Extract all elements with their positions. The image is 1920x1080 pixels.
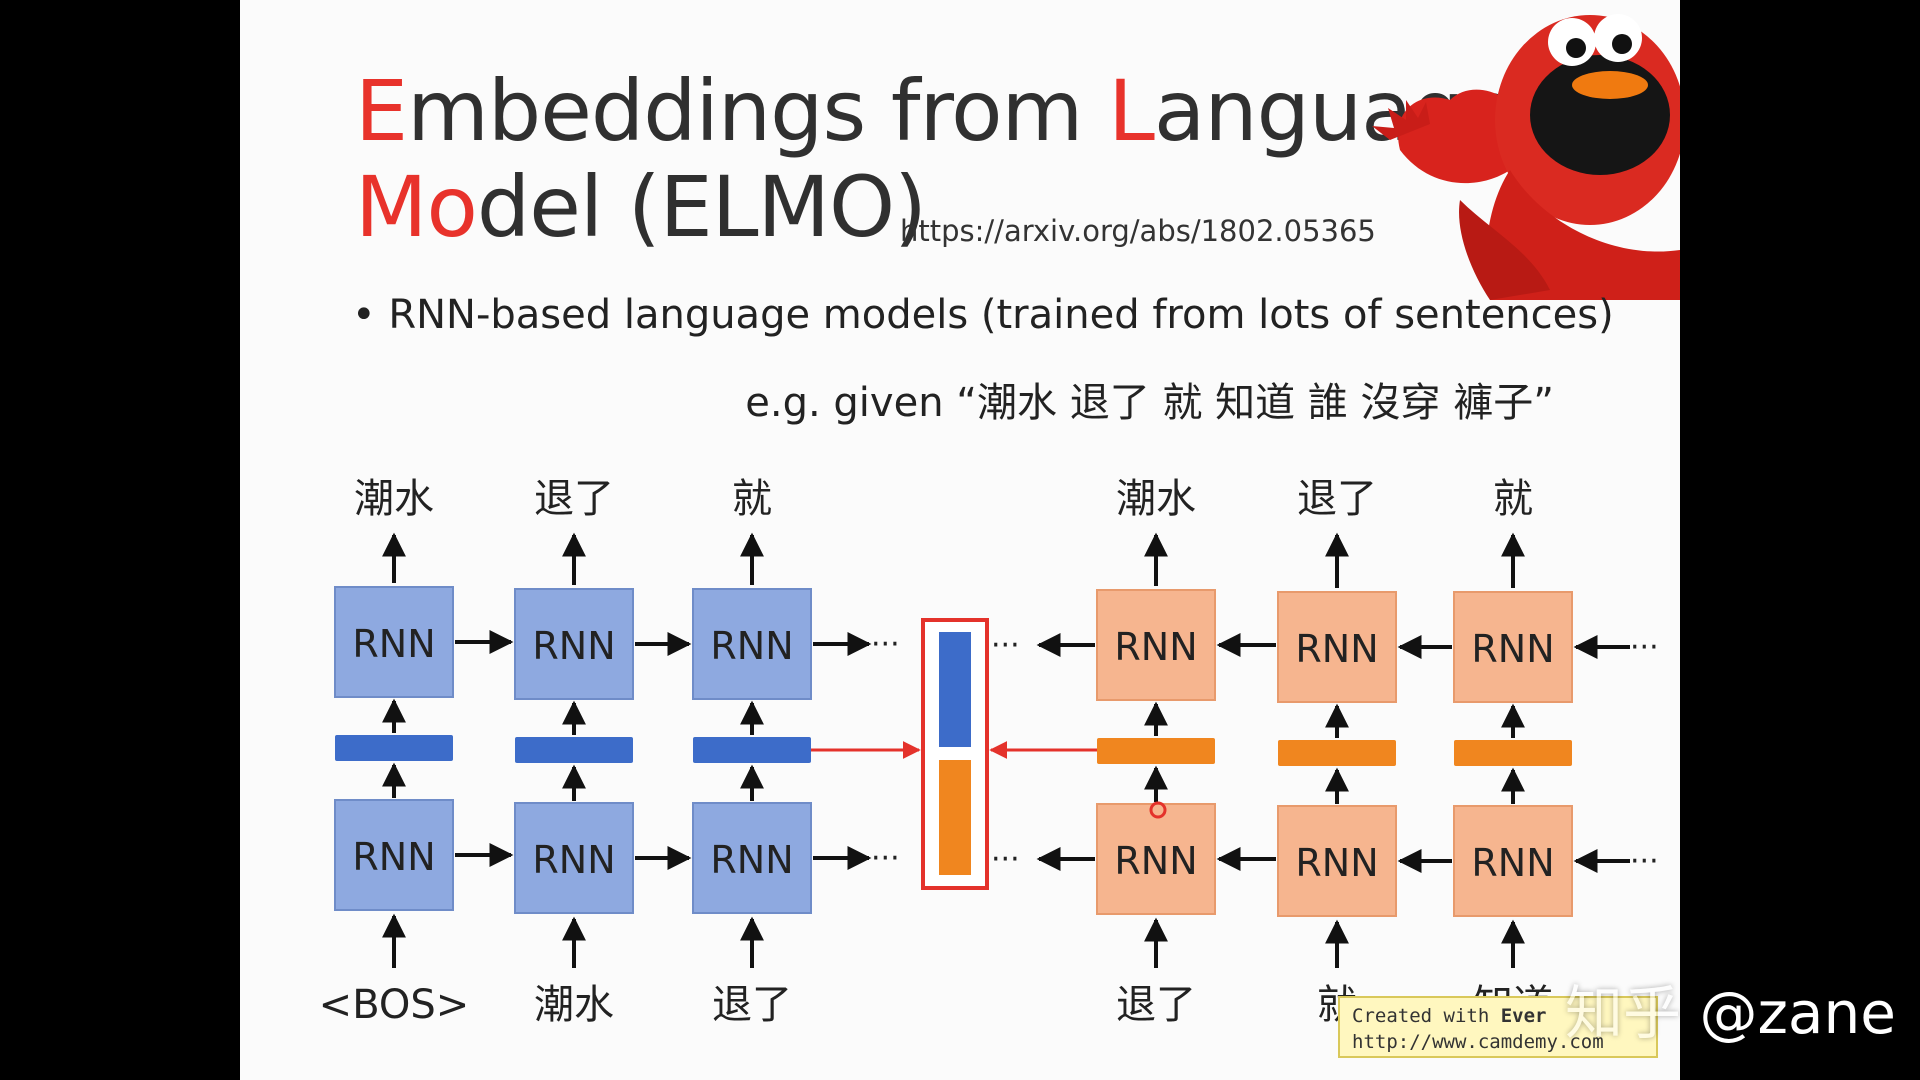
forward-input-label-2: 退了: [712, 982, 792, 1028]
watermark-user: @zane: [1699, 979, 1896, 1047]
forward-rnn-low-label-0: RNN: [352, 835, 435, 879]
backward-top-right-ellipsis: ···: [1630, 630, 1659, 665]
forward-rnn-low-0: [334, 799, 454, 911]
title-highlight-e: E: [355, 62, 408, 160]
diagram-layer: 潮水RNNRNN<BOS>退了RNNRNN潮水就RNNRNN退了潮水RNNRNN…: [319, 476, 1659, 1028]
forward-embedding-bar-0: [335, 735, 453, 761]
title-highlight-l: L: [1108, 62, 1155, 160]
concat-backward-half: [939, 760, 971, 875]
backward-rnn-low-1: [1277, 805, 1397, 917]
backward-rnn-top-label-2: RNN: [1471, 627, 1554, 671]
forward-rnn-top-1: [514, 588, 634, 700]
backward-rnn-low-label-1: RNN: [1295, 841, 1378, 885]
forward-rnn-low-label-1: RNN: [532, 838, 615, 882]
title-text: del (ELMO): [476, 158, 927, 256]
camdemy-badge: Created with Ever http://www.camdemy.com: [1338, 996, 1658, 1058]
backward-embedding-bar-0: [1097, 738, 1215, 764]
forward-input-label-1: 潮水: [534, 982, 614, 1028]
bullet-text: RNN-based language models (trained from …: [388, 292, 1614, 338]
backward-low-right-ellipsis: ···: [1630, 844, 1659, 879]
backward-rnn-top-label-0: RNN: [1114, 625, 1197, 669]
backward-low-ellipsis: ···: [991, 842, 1020, 877]
forward-rnn-low-2: [692, 802, 812, 914]
slide-title-line2: Model (ELMO): [355, 158, 927, 256]
backward-rnn-low-0: [1096, 803, 1216, 915]
backward-output-label-2: 就: [1493, 476, 1533, 522]
backward-output-label-1: 退了: [1297, 476, 1377, 522]
forward-output-label-2: 就: [732, 476, 772, 522]
forward-rnn-top-label-2: RNN: [710, 624, 793, 668]
forward-embedding-bar-1: [515, 737, 633, 763]
forward-output-label-0: 潮水: [354, 476, 434, 522]
forward-rnn-low-1: [514, 802, 634, 914]
forward-rnn-top-2: [692, 588, 812, 700]
forward-rnn-top-label-0: RNN: [352, 622, 435, 666]
forward-output-label-1: 退了: [534, 476, 614, 522]
forward-top-ellipsis: ···: [871, 627, 900, 662]
forward-rnn-low-label-2: RNN: [710, 838, 793, 882]
backward-rnn-top-1: [1277, 591, 1397, 703]
watermark-zhihu: 知乎: [1565, 979, 1682, 1047]
elmo-diagram: 潮水RNNRNN<BOS>退了RNNRNN潮水就RNNRNN退了潮水RNNRNN…: [319, 476, 1659, 1028]
bullet-rnn-language-models: • RNN-based language models (trained fro…: [352, 292, 1614, 338]
backward-embedding-bar-1: [1278, 740, 1396, 766]
title-highlight-mo: Mo: [355, 158, 478, 256]
cursor-marker: [1149, 801, 1167, 819]
backward-top-ellipsis: ···: [991, 628, 1020, 663]
forward-low-ellipsis: ···: [871, 841, 900, 876]
forward-rnn-top-label-1: RNN: [532, 624, 615, 668]
slide: Embeddings from Language Model (ELMO) ht…: [240, 0, 1680, 1080]
backward-rnn-low-2: [1453, 805, 1573, 917]
slide-title-line1: Embeddings from Language: [355, 62, 1516, 160]
title-text: mbeddings from: [407, 62, 1109, 160]
forward-input-label-0: <BOS>: [319, 982, 470, 1028]
backward-input-label-0: 退了: [1116, 982, 1196, 1028]
backward-rnn-low-label-2: RNN: [1471, 841, 1554, 885]
concat-forward-half: [939, 632, 971, 747]
paper-url: https://arxiv.org/abs/1802.05365: [900, 214, 1376, 248]
bullet-dot: •: [352, 292, 389, 338]
backward-rnn-top-label-1: RNN: [1295, 627, 1378, 671]
backward-rnn-low-label-0: RNN: [1114, 839, 1197, 883]
backward-embedding-bar-2: [1454, 740, 1572, 766]
forward-embedding-bar-2: [693, 737, 811, 763]
forward-rnn-top-0: [334, 586, 454, 698]
backward-rnn-top-0: [1096, 589, 1216, 701]
camdemy-line1: Created with Ever: [1352, 1005, 1547, 1027]
backward-rnn-top-2: [1453, 591, 1573, 703]
zhihu-watermark: 知乎 @zane: [1565, 966, 1896, 1050]
example-sentence: e.g. given “潮水 退了 就 知道 誰 沒穿 褲子”: [745, 380, 1554, 426]
camdemy-url: http://www.camdemy.com: [1352, 1031, 1604, 1053]
elmo-mascot-image: [1372, 14, 1680, 300]
backward-output-label-0: 潮水: [1116, 476, 1196, 522]
